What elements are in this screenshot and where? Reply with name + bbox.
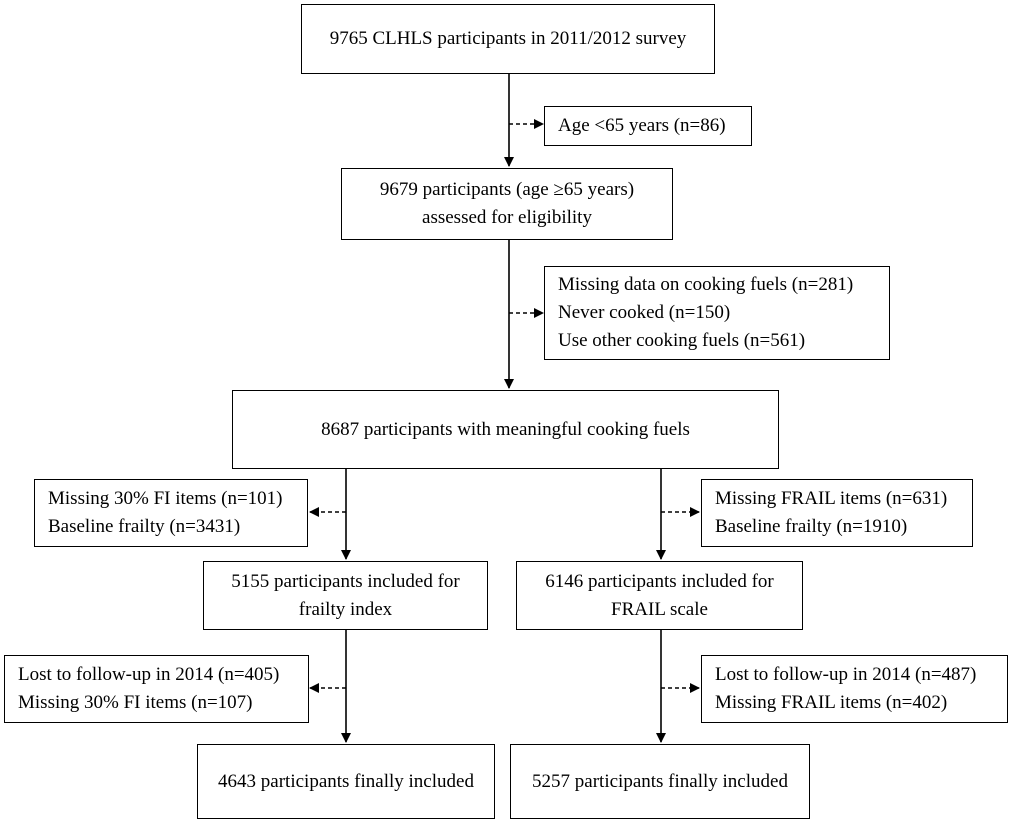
left-final-box: 4643 participants finally included — [197, 744, 495, 819]
right-exclude-1-line1: Missing FRAIL items (n=631) — [715, 488, 948, 509]
left-included-line1: 5155 participants included for — [231, 570, 460, 592]
start-text: 9765 CLHLS participants in 2011/2012 sur… — [329, 28, 687, 49]
left-exclude-2-box: Lost to follow-up in 2014 (n=405) Missin… — [4, 655, 309, 723]
left-included-box: 5155 participants included for frailty i… — [203, 561, 488, 630]
right-exclude-1-box: Missing FRAIL items (n=631) Baseline fra… — [701, 479, 973, 547]
eligible-text-line1: 9679 participants (age ≥65 years) — [379, 179, 635, 200]
start-box: 9765 CLHLS participants in 2011/2012 sur… — [301, 4, 715, 74]
right-exclude-2-line1: Lost to follow-up in 2014 (n=487) — [715, 664, 977, 685]
meaningful-text: 8687 participants with meaningful cookin… — [321, 418, 690, 440]
meaningful-box: 8687 participants with meaningful cookin… — [232, 390, 779, 469]
right-included-line1: 6146 participants included for — [545, 570, 774, 592]
exclude-age-box: Age <65 years (n=86) — [544, 106, 752, 146]
left-exclude-1-line1: Missing 30% FI items (n=101) — [48, 488, 283, 509]
exclude-fuel-line2: Never cooked (n=150) — [558, 302, 731, 323]
exclude-age-text: Age <65 years (n=86) — [558, 115, 726, 136]
exclude-fuel-box: Missing data on cooking fuels (n=281) Ne… — [544, 266, 890, 360]
exclude-fuel-line1: Missing data on cooking fuels (n=281) — [558, 274, 854, 295]
left-exclude-2-line2: Missing 30% FI items (n=107) — [18, 692, 253, 713]
right-exclude-2-line2: Missing FRAIL items (n=402) — [715, 692, 948, 713]
right-included-line2: FRAIL scale — [611, 598, 708, 620]
left-included-line2: frailty index — [298, 598, 393, 620]
right-exclude-1-line2: Baseline frailty (n=1910) — [715, 516, 908, 537]
left-exclude-1-line2: Baseline frailty (n=3431) — [48, 516, 241, 537]
eligible-text-line2: assessed for eligibility — [422, 207, 592, 228]
right-final-text: 5257 participants finally included — [532, 770, 788, 792]
left-exclude-1-box: Missing 30% FI items (n=101) Baseline fr… — [34, 479, 308, 547]
left-final-text: 4643 participants finally included — [218, 770, 474, 792]
right-included-box: 6146 participants included for FRAIL sca… — [516, 561, 803, 630]
exclude-fuel-line3: Use other cooking fuels (n=561) — [558, 330, 806, 351]
eligible-box: 9679 participants (age ≥65 years) assess… — [341, 168, 673, 240]
right-final-box: 5257 participants finally included — [510, 744, 810, 819]
left-exclude-2-line1: Lost to follow-up in 2014 (n=405) — [18, 664, 280, 685]
right-exclude-2-box: Lost to follow-up in 2014 (n=487) Missin… — [701, 655, 1008, 723]
